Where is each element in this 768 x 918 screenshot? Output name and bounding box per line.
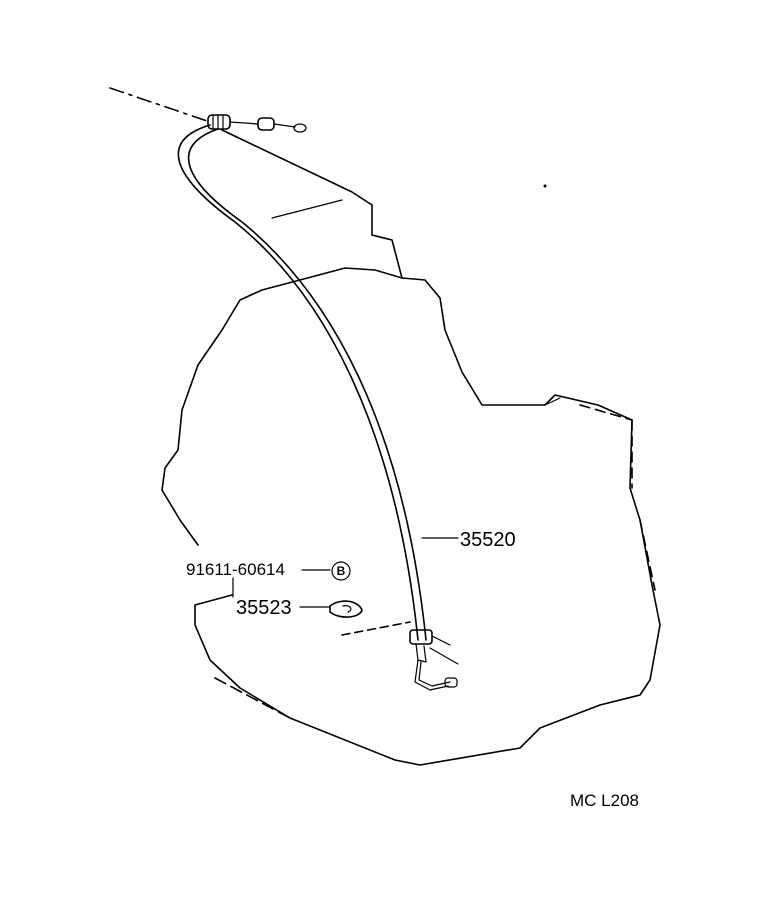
transmission-housing (109, 87, 661, 766)
part-number-bracket: 35523 (236, 597, 292, 619)
bolt-badge-letter: B (337, 564, 346, 578)
control-cable (177, 114, 459, 691)
part-number-cable: 35520 (460, 529, 516, 551)
bolt-badge-icon: B (331, 561, 351, 581)
speck-mark (543, 184, 547, 188)
part-number-bolt: 91611-60614 (186, 560, 285, 579)
diagram-code: MC L208 (570, 791, 639, 810)
leader-lines (232, 537, 459, 608)
cable-bracket (329, 600, 363, 618)
